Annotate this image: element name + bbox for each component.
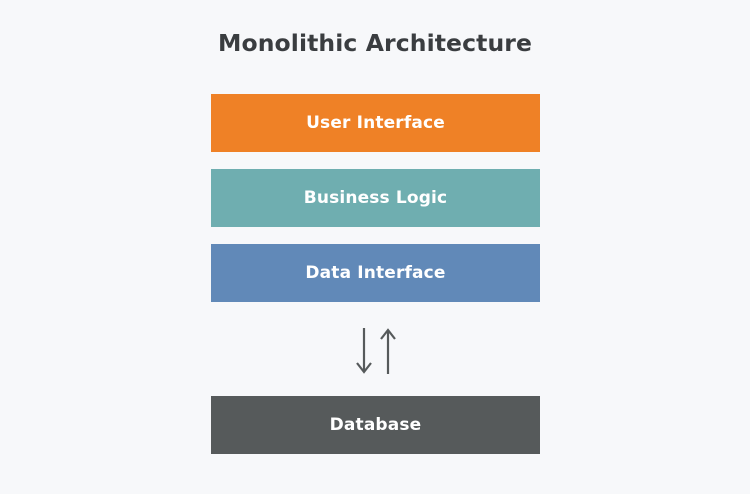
layer-label-database: Database [329,415,422,435]
layer-stack: User Interface Business Logic Data Inter… [211,94,540,319]
connector-arrows [355,328,396,374]
datastore-wrap: Database [211,396,540,454]
bidirectional-connector [211,320,540,382]
arrow-down-icon [355,328,372,374]
layer-box-database[interactable]: Database [211,396,540,454]
layer-box-user-interface[interactable]: User Interface [211,94,540,152]
layer-label-business-logic: Business Logic [303,188,448,208]
layer-box-data-interface[interactable]: Data Interface [211,244,540,302]
page-title: Monolithic Architecture [217,29,533,57]
layer-label-user-interface: User Interface [306,113,445,133]
layer-label-data-interface: Data Interface [305,263,446,283]
layer-box-business-logic[interactable]: Business Logic [211,169,540,227]
arrow-up-icon [379,328,396,374]
